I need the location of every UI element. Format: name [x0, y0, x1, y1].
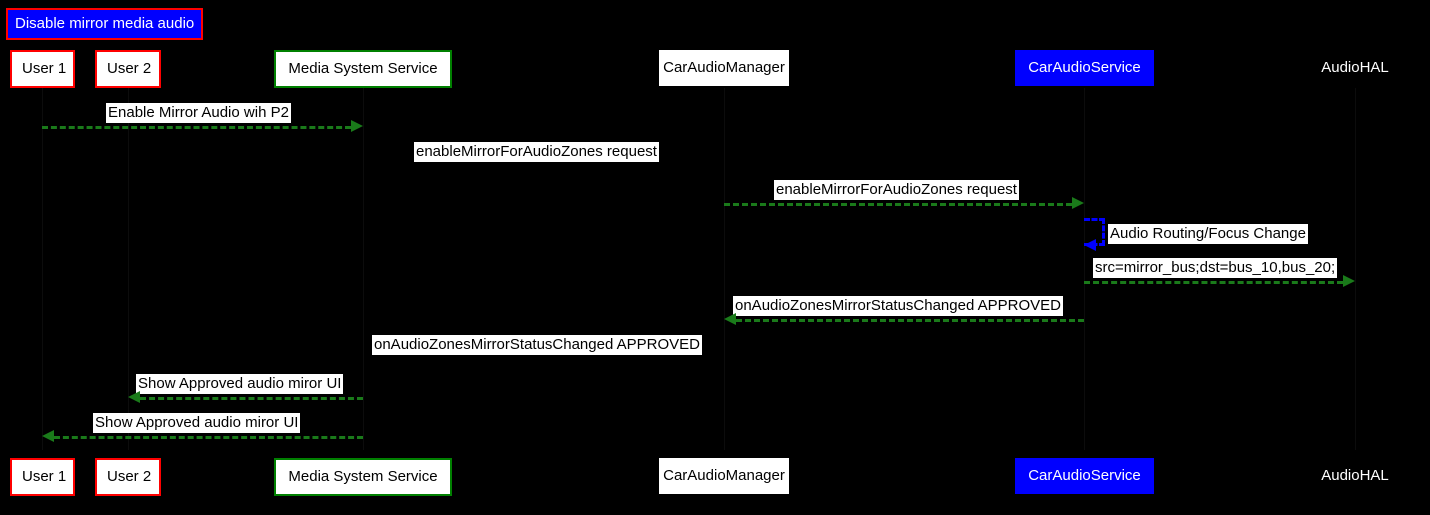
message-line-mirror-status-approved-1	[736, 319, 1084, 322]
participant-car-audio-manager-bottom[interactable]: CarAudioManager	[659, 458, 789, 494]
message-arrowhead-show-approved-ui-user2	[128, 391, 140, 403]
message-line-show-approved-ui-user1	[54, 436, 363, 439]
participant-audio-hal-bottom[interactable]: AudioHAL	[1321, 467, 1389, 484]
participant-user1-top[interactable]: User 1	[10, 50, 75, 88]
participant-car-audio-service-top[interactable]: CarAudioService	[1015, 50, 1154, 86]
lifeline-car-audio-service	[1084, 88, 1085, 450]
participant-audio-hal-top[interactable]: AudioHAL	[1321, 59, 1389, 76]
participant-media-system-service-top[interactable]: Media System Service	[274, 50, 452, 88]
message-label-enable-mirror-audio: Enable Mirror Audio wih P2	[106, 103, 291, 124]
message-label-show-approved-ui-user2: Show Approved audio miror UI	[136, 374, 344, 395]
participant-car-audio-service-bottom[interactable]: CarAudioService	[1015, 458, 1154, 494]
participant-media-system-service-bottom[interactable]: Media System Service	[274, 458, 452, 496]
participant-user1-bottom[interactable]: User 1	[10, 458, 75, 496]
lifeline-car-audio-manager	[724, 88, 725, 450]
participant-car-audio-manager-top[interactable]: CarAudioManager	[659, 50, 789, 86]
self-message-arrowhead-audio-routing	[1084, 239, 1096, 251]
message-label-audio-routing-focus-change: Audio Routing/Focus Change	[1108, 224, 1308, 245]
message-line-enable-mirror-audio	[42, 126, 351, 129]
message-arrowhead-enable-mirror-request-2	[1072, 197, 1084, 209]
message-arrowhead-enable-mirror-audio	[351, 120, 363, 132]
message-label-src-mirror-bus: src=mirror_bus;dst=bus_10,bus_20;	[1093, 258, 1338, 279]
message-arrowhead-show-approved-ui-user1	[42, 430, 54, 442]
diagram-title-box: Disable mirror media audio	[6, 8, 204, 40]
message-line-show-approved-ui-user2	[140, 397, 363, 400]
message-label-enable-mirror-request-1: enableMirrorForAudioZones request	[414, 142, 659, 163]
message-label-show-approved-ui-user1: Show Approved audio miror UI	[93, 413, 301, 434]
message-label-mirror-status-approved-1: onAudioZonesMirrorStatusChanged APPROVED	[733, 296, 1064, 317]
message-label-mirror-status-approved-2: onAudioZonesMirrorStatusChanged APPROVED	[372, 335, 703, 356]
lifeline-user2	[128, 88, 129, 450]
message-line-enable-mirror-request-2	[724, 203, 1072, 206]
lifeline-media-system	[363, 88, 364, 450]
lifeline-audio-hal	[1355, 88, 1356, 450]
participant-user2-top[interactable]: User 2	[95, 50, 161, 88]
message-arrowhead-mirror-status-approved-1	[724, 313, 736, 325]
lifeline-user1	[42, 88, 43, 450]
message-arrowhead-src-mirror-bus	[1343, 275, 1355, 287]
message-line-src-mirror-bus	[1084, 281, 1343, 284]
message-label-enable-mirror-request-2: enableMirrorForAudioZones request	[774, 180, 1019, 201]
participant-user2-bottom[interactable]: User 2	[95, 458, 161, 496]
